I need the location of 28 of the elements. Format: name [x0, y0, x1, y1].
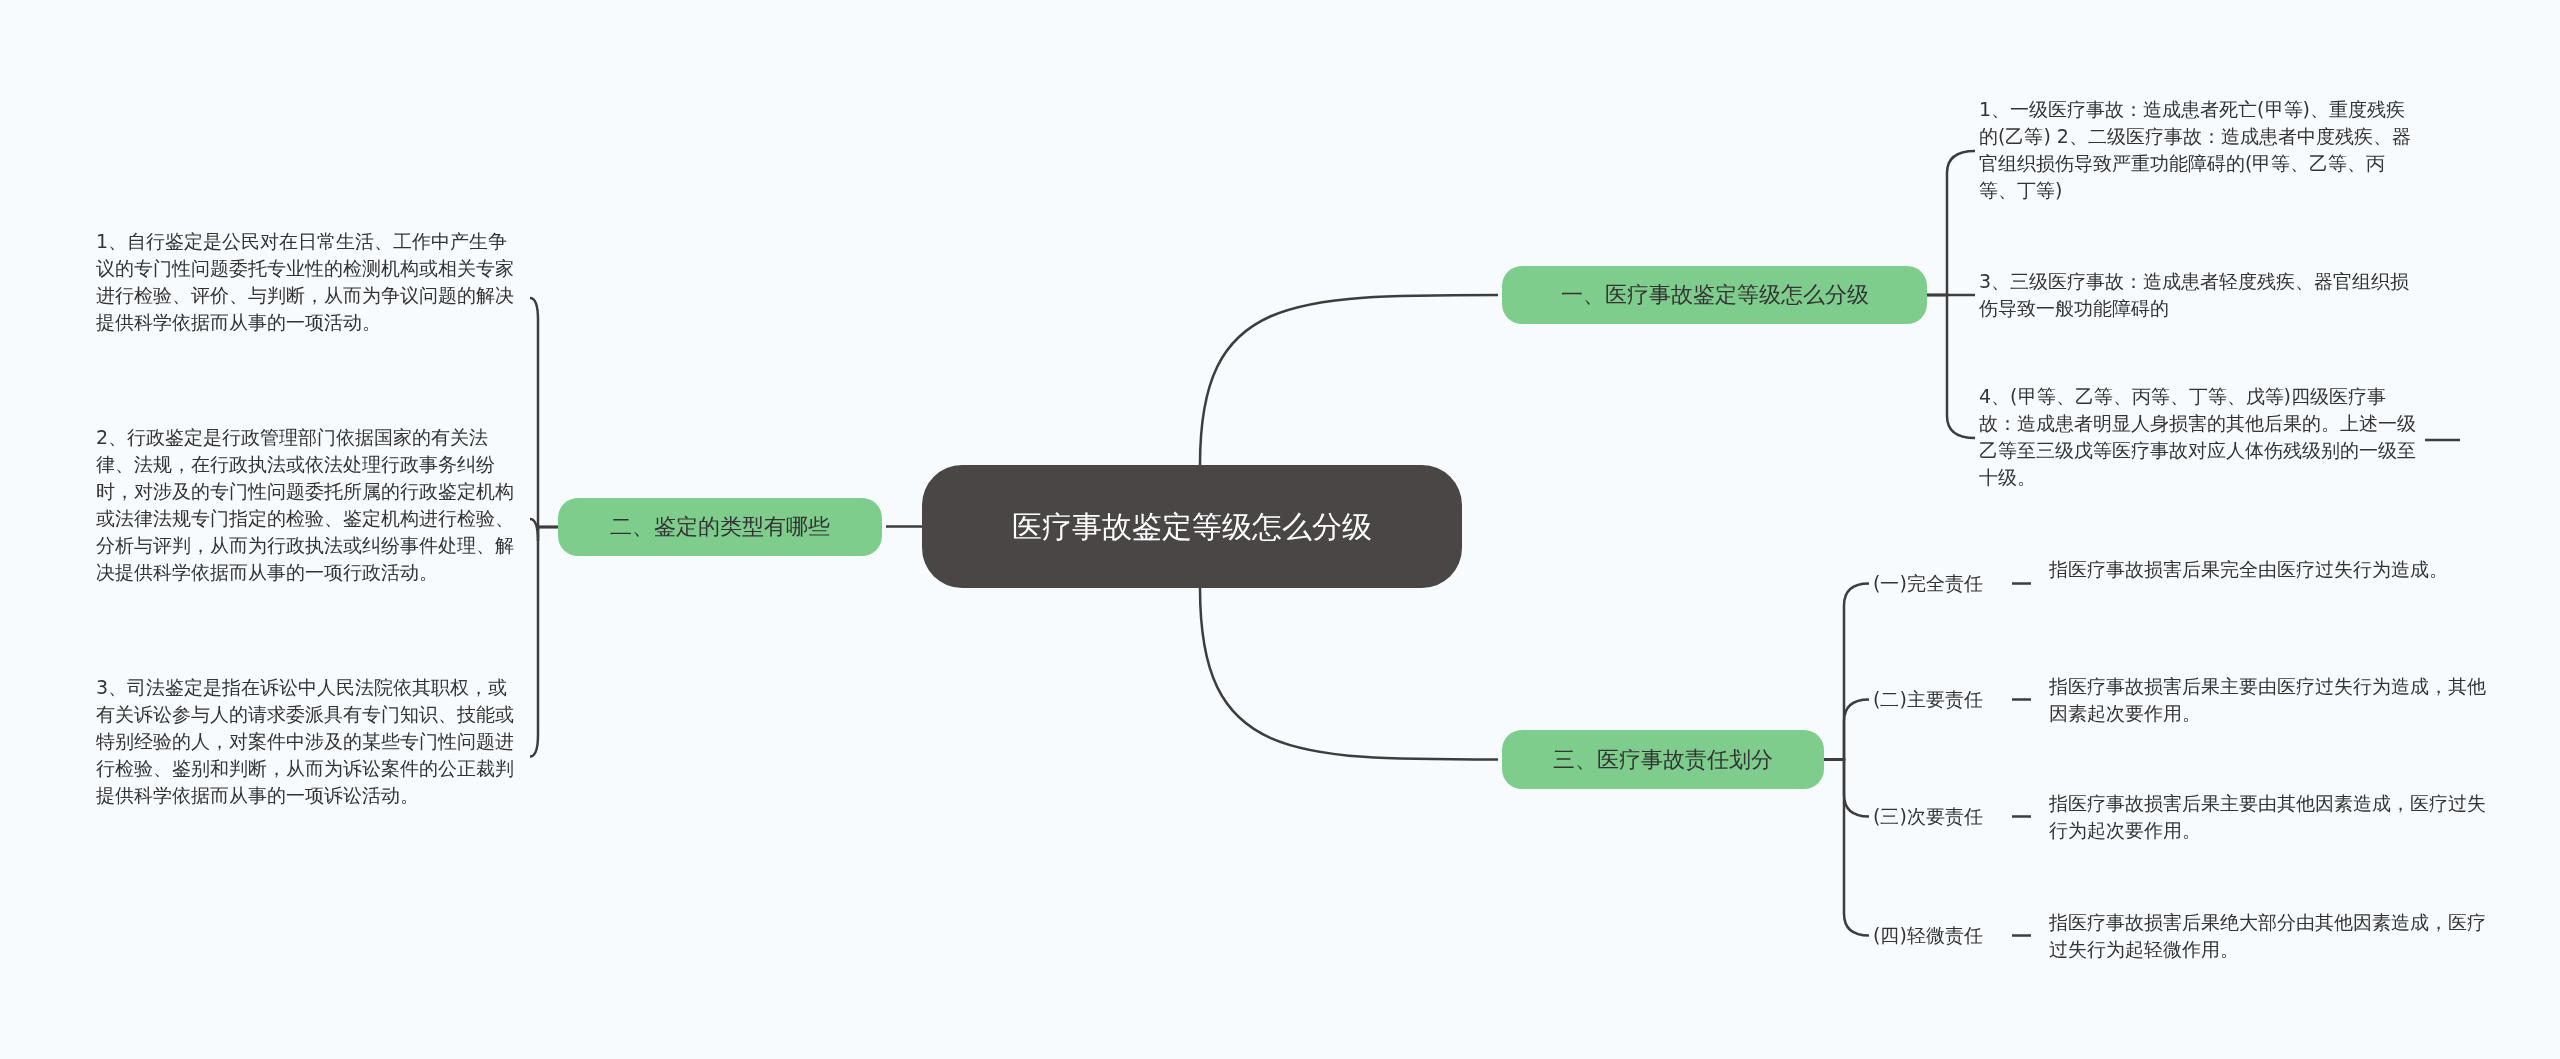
branch-topic: 一、医疗事故鉴定等级怎么分级	[1502, 266, 1927, 324]
connector-line	[2012, 698, 2031, 701]
connector-line	[529, 525, 558, 758]
note-text: 指医疗事故损害后果绝大部分由其他因素造成，医疗过失行为起轻微作用。	[2049, 909, 2489, 965]
note-text: 1、一级医疗事故：造成患者死亡(甲等)、重度残疾的(乙等) 2、二级医疗事故：造成患者中度残疾、器官组织损伤导致严重功能障碍的(甲等、乙等、丙等、丁等)	[1979, 96, 2419, 206]
note-text: 3、三级医疗事故：造成患者轻度残疾、器官组织损伤导致一般功能障碍的	[1979, 268, 2419, 324]
connector-line	[1198, 587, 1498, 761]
connector-line	[1198, 293, 1498, 466]
note-text: 3、司法鉴定是指在诉讼中人民法院依其职权，或有关诉讼参与人的请求委派具有专门知识、技能或特别经验的人，对案件中涉及的某些专门性问题进行检验、鉴别和判断，从而为诉讼案件的公正裁判提供科学依据而从事的一项诉讼活动。	[96, 674, 526, 839]
branch-topic: 三、医疗事故责任划分	[1502, 730, 1824, 789]
connector-line	[2012, 582, 2031, 585]
note-text: 2、行政鉴定是行政管理部门依据国家的有关法律、法规，在行政执法或依法处理行政事务纠纷时，对涉及的专门性问题委托所属的行政鉴定机构或法律法规专门指定的检验、鉴定机构进行检验、分析与评判，从而为行政执法或纠纷事件处理、解决提供科学依据而从事的一项行政活动。	[96, 424, 526, 614]
note-text: 4、(甲等、乙等、丙等、丁等、戊等)四级医疗事故：造成患者明显人身损害的其他后果的。上述一级乙等至三级戊等医疗事故对应人体伤残级别的一级至十级。	[1979, 383, 2419, 493]
connector-line	[2012, 815, 2031, 818]
note-text: 指医疗事故损害后果主要由其他因素造成，医疗过失行为起次要作用。	[2049, 790, 2489, 846]
note-text: 1、自行鉴定是公民对在日常生活、工作中产生争议的专门性问题委托专业性的检测机构或相关专家进行检验、评价、与判断，从而为争议问题的解决提供科学依据而从事的一项活动。	[96, 228, 526, 368]
subtopic-text: (四)轻微责任	[1873, 922, 1998, 949]
subtopic-text: (三)次要责任	[1873, 803, 1998, 830]
connector-line	[1927, 293, 1976, 440]
connector-line	[886, 525, 922, 528]
subtopic-text: (一)完全责任	[1873, 570, 1998, 597]
subtopic-text: (二)主要责任	[1873, 686, 1998, 713]
central-topic: 医疗事故鉴定等级怎么分级	[922, 465, 1462, 588]
branch-topic: 二、鉴定的类型有哪些	[558, 498, 882, 556]
note-text: 指医疗事故损害后果主要由医疗过失行为造成，其他因素起次要作用。	[2049, 673, 2489, 729]
connector-line	[2425, 438, 2460, 442]
note-text: 指医疗事故损害后果完全由医疗过失行为造成。	[2049, 556, 2489, 612]
connector-line	[2012, 934, 2031, 937]
